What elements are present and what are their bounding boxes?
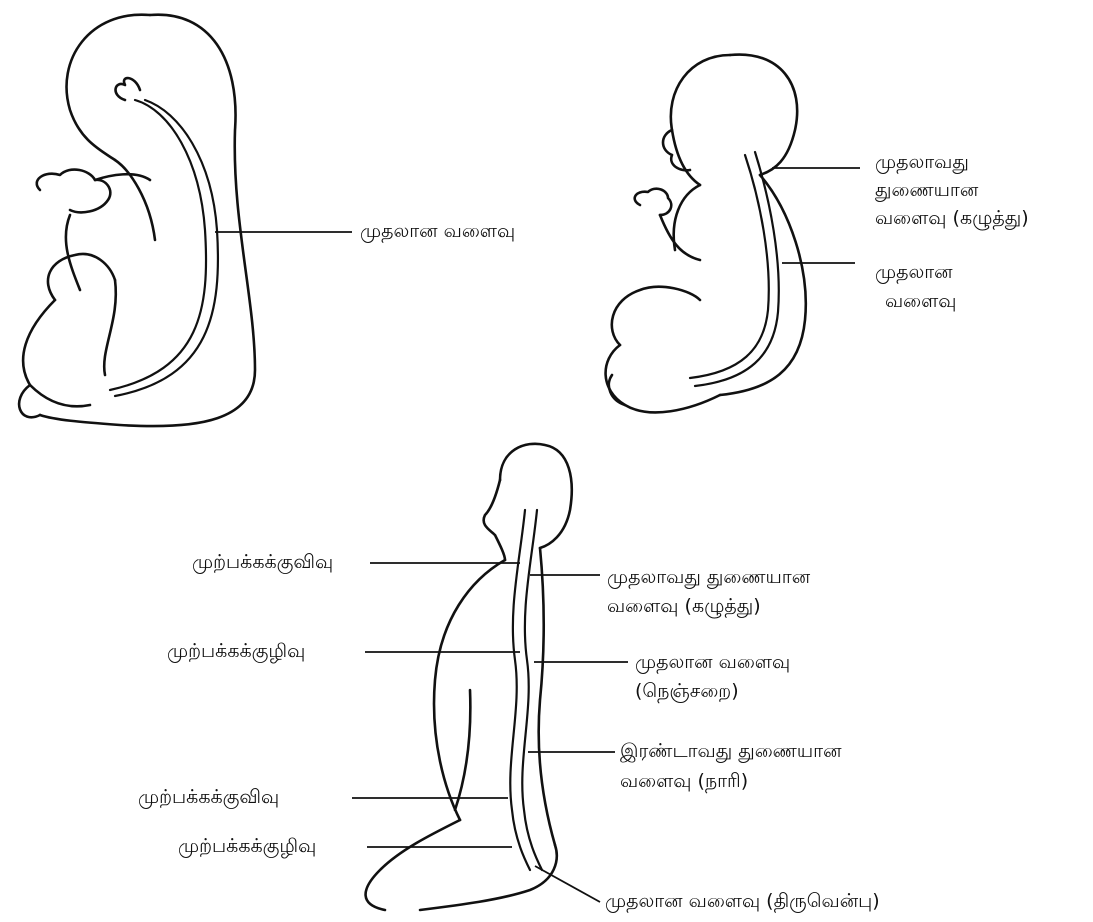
infant-figure: [606, 55, 806, 413]
leader-lines: [215, 168, 860, 902]
fetus-primary-curve-label: முதலான வளைவு: [360, 217, 515, 245]
adult-cervical-curve-label-line2: வளைவு (கழுத்து): [607, 592, 761, 620]
adult-thoracic-curve-label-line1: முதலான வளைவு: [635, 648, 790, 676]
infant-secondary-curve-label-line2: துணையான: [875, 176, 978, 204]
adult-anterior-convexity-lumbar-label: முற்பக்கக்குவிவு: [138, 783, 279, 811]
fetus-figure: [19, 15, 255, 426]
infant-secondary-curve-label-line1: முதலாவது: [875, 148, 969, 176]
infant-primary-curve-label-line1: முதலான: [875, 258, 953, 286]
adult-anterior-concavity-thoracic-label: முற்பக்கக்குழிவு: [167, 637, 305, 665]
adult-anterior-concavity-sacral-label: முற்பக்கக்குழிவு: [178, 832, 316, 860]
adult-lumbar-curve-label-line2: வளைவு (நாரி): [620, 767, 748, 795]
adult-cervical-curve-label-line1: முதலாவது துணையான: [607, 563, 810, 591]
adult-figure: [366, 444, 572, 910]
adult-anterior-convexity-cervical-label: முற்பக்கக்குவிவு: [192, 548, 333, 576]
infant-primary-curve-label-line2: வளைவு: [885, 287, 957, 315]
adult-sacral-curve-label: முதலான வளைவு (திருவென்பு): [605, 887, 880, 915]
adult-thoracic-curve-label-line2: (நெஞ்சறை): [635, 677, 739, 705]
leader-adult-right-4: [535, 866, 600, 902]
adult-lumbar-curve-label-line1: இரண்டாவது துணையான: [620, 737, 842, 765]
infant-secondary-curve-label-line3: வளைவு (கழுத்து): [875, 204, 1029, 232]
